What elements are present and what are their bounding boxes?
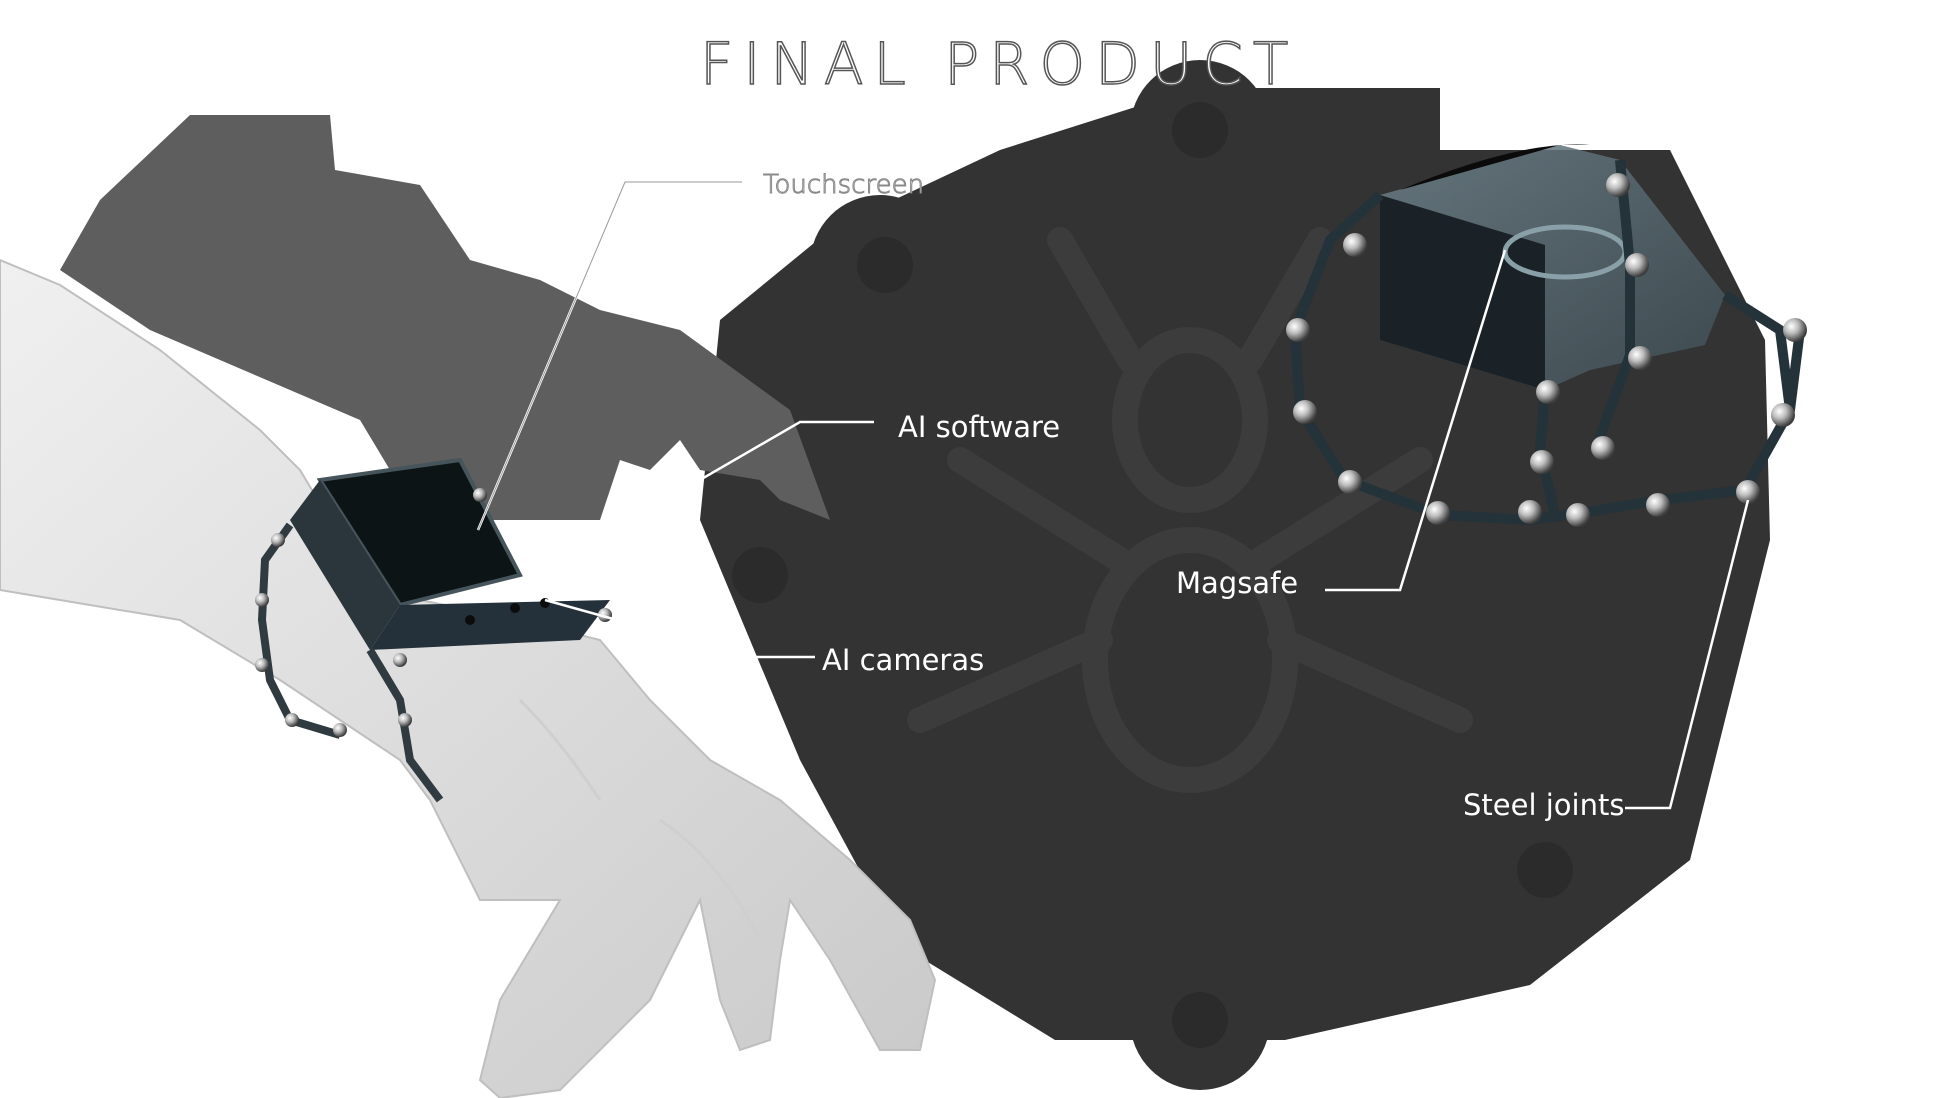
- magsafe-label: Magsafe: [1176, 566, 1299, 600]
- touchscreen-label: Touchscreen: [762, 170, 925, 201]
- touchscreen-leader-outline: [477, 181, 742, 531]
- ai-software-label: AI software: [898, 410, 1061, 444]
- device-render: [1286, 144, 1807, 527]
- steel-joints-label: Steel joints: [1463, 788, 1625, 822]
- page-title: FINAL PRODUCT: [699, 29, 1299, 99]
- wristband-on-arm: [255, 457, 612, 803]
- arm-shadow: [60, 115, 830, 520]
- ai-cameras-label: AI cameras: [822, 643, 985, 677]
